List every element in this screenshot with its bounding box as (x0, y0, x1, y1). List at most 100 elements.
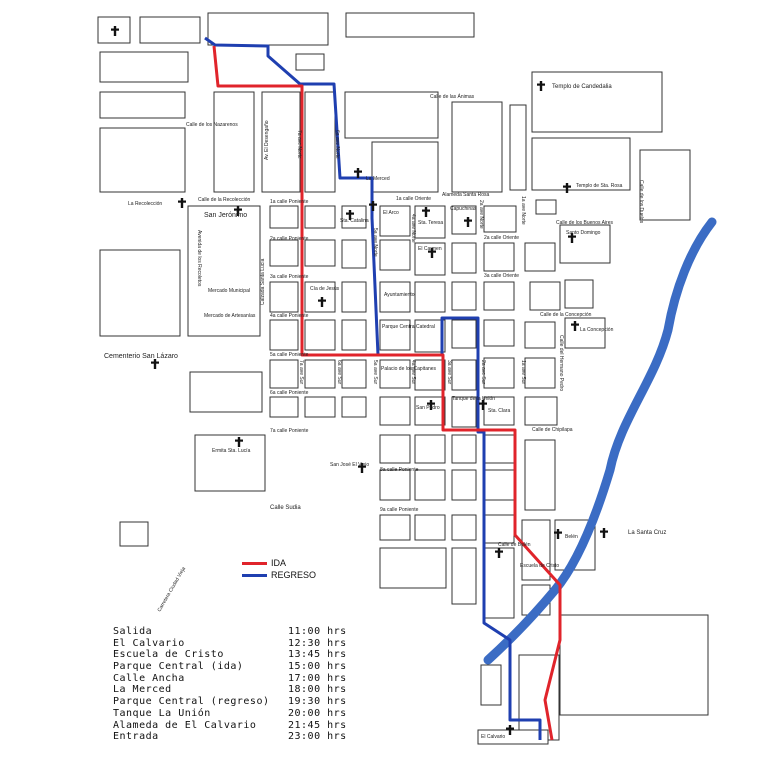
church-cross-icon (464, 217, 472, 227)
schedule-time: 11:00 hrs (288, 626, 347, 637)
church-cross-icon (479, 400, 487, 410)
church-cross-icon (235, 437, 243, 447)
street-3a-calle-ote: 3a calle Oriente (484, 273, 519, 279)
label-santo-domingo: Santo Domingo (566, 230, 601, 236)
church-cross-icon (506, 725, 514, 735)
schedule-time: 15:00 hrs (288, 661, 347, 673)
block (99, 51, 189, 83)
block (451, 359, 477, 391)
church-cross-icon (358, 463, 366, 473)
block (480, 664, 502, 706)
label-mercado-municipal: Mercado Municipal (208, 288, 250, 294)
church-cross-icon (554, 529, 562, 539)
block (414, 359, 446, 391)
label-la-santa-cruz: La Santa Cruz (628, 530, 666, 536)
block (379, 396, 411, 426)
schedule-time: 18:00 hrs (288, 684, 347, 696)
street-carretera-ciudad-vieja: Carretera Ciudad Vieja (157, 566, 188, 613)
schedule-time: 23:00 hrs (288, 731, 347, 743)
block (261, 91, 301, 193)
legend-ida-swatch (242, 561, 267, 565)
block (341, 359, 367, 389)
church-cross-icon (151, 359, 159, 369)
block (371, 141, 439, 193)
block (524, 439, 556, 511)
block (524, 357, 556, 389)
block (531, 71, 663, 133)
block (451, 281, 477, 311)
label-ermita-sta-lucia: Ermita Sta. Lucía (212, 448, 251, 454)
block (451, 547, 477, 605)
schedule-row: Tanque La Unión 20:00 hrs (113, 708, 373, 720)
block (379, 359, 411, 389)
schedule-stop: Entrada (113, 731, 159, 743)
block (483, 434, 515, 464)
block (304, 396, 336, 418)
church-cross-icon (600, 528, 608, 538)
schedule-row: Entrada 23:00 hrs (113, 731, 373, 743)
place-labels: Templo de Candedalia La Merced Templo de… (104, 84, 666, 740)
block (269, 396, 299, 418)
street-calle-belen: Calle de Belén (498, 542, 531, 548)
street-2a-ave-norte: 2a ave Norte (478, 200, 484, 229)
schedule-stop: Tanque La Unión (113, 707, 211, 719)
street-calle-animas: Calle de las Ánimas (430, 93, 475, 100)
block (189, 371, 263, 413)
street-calzada-sta-lucia: Calzada Santa Lucía (260, 258, 266, 305)
label-sta-teresa: Sta. Teresa (418, 220, 443, 226)
block (295, 53, 325, 71)
block (341, 205, 367, 229)
block (139, 16, 201, 44)
block (451, 319, 477, 349)
block (509, 104, 527, 191)
schedule-time: 19:30 hrs (288, 696, 347, 708)
block (483, 205, 517, 233)
street-calle-recoleccion: Calle de la Recolección (198, 197, 250, 203)
street-5a-calle-pte: 5a calle Poniente (270, 352, 309, 358)
schedule-stop: Alameda de El Calvario (113, 719, 257, 731)
city-blocks (97, 12, 709, 745)
street-1a-calle-pte: 1a calle Poniente (270, 199, 309, 205)
block (379, 239, 411, 271)
schedule-time: 20:00 hrs (288, 707, 347, 719)
block (269, 281, 299, 313)
block (341, 281, 367, 313)
street-calle-duelos: Calle de los Duelos (638, 180, 644, 224)
label-san-jeronimo: San Jerónimo (204, 212, 247, 219)
church-cross-icon (537, 81, 545, 91)
block (414, 434, 446, 464)
street-calle-concepcion: Calle de la Concepción (540, 312, 592, 318)
label-catedral: Catedral (416, 324, 435, 330)
block (559, 224, 611, 264)
church-cross-icon (495, 548, 503, 558)
block (304, 319, 336, 351)
street-7a-ave-norte: 7a ave Norte (296, 130, 302, 159)
church-cross-icon (354, 168, 362, 178)
label-san-pedro: San Pedro (416, 405, 440, 411)
block (639, 149, 691, 221)
block (269, 359, 299, 389)
block (477, 729, 549, 745)
block (187, 205, 261, 337)
label-la-recoleccion: La Recolección (128, 201, 162, 207)
church-cross-icon (571, 321, 579, 331)
schedule-time: 17:00 hrs (288, 672, 347, 684)
block (414, 242, 446, 276)
block (379, 514, 411, 541)
route-ida (212, 45, 562, 741)
block (304, 205, 336, 229)
street-calle-nazarenos: Calle de los Nazarenos (186, 122, 238, 128)
legend-regreso-swatch (242, 573, 267, 577)
block (451, 396, 477, 428)
street-av-recoletos: Avenida de los Recoletos (196, 230, 202, 287)
label-templo-candelaria: Templo de Candedalia (552, 84, 612, 90)
street-6a-calle-pte: 6a calle Poniente (270, 390, 309, 396)
legend-ida-label: IDA (271, 558, 287, 568)
block (451, 101, 503, 193)
label-el-arco: El Arco (383, 210, 399, 216)
block (341, 239, 367, 269)
block (304, 239, 336, 267)
street-9a-calle-pte: 9a calle Poniente (380, 507, 419, 513)
